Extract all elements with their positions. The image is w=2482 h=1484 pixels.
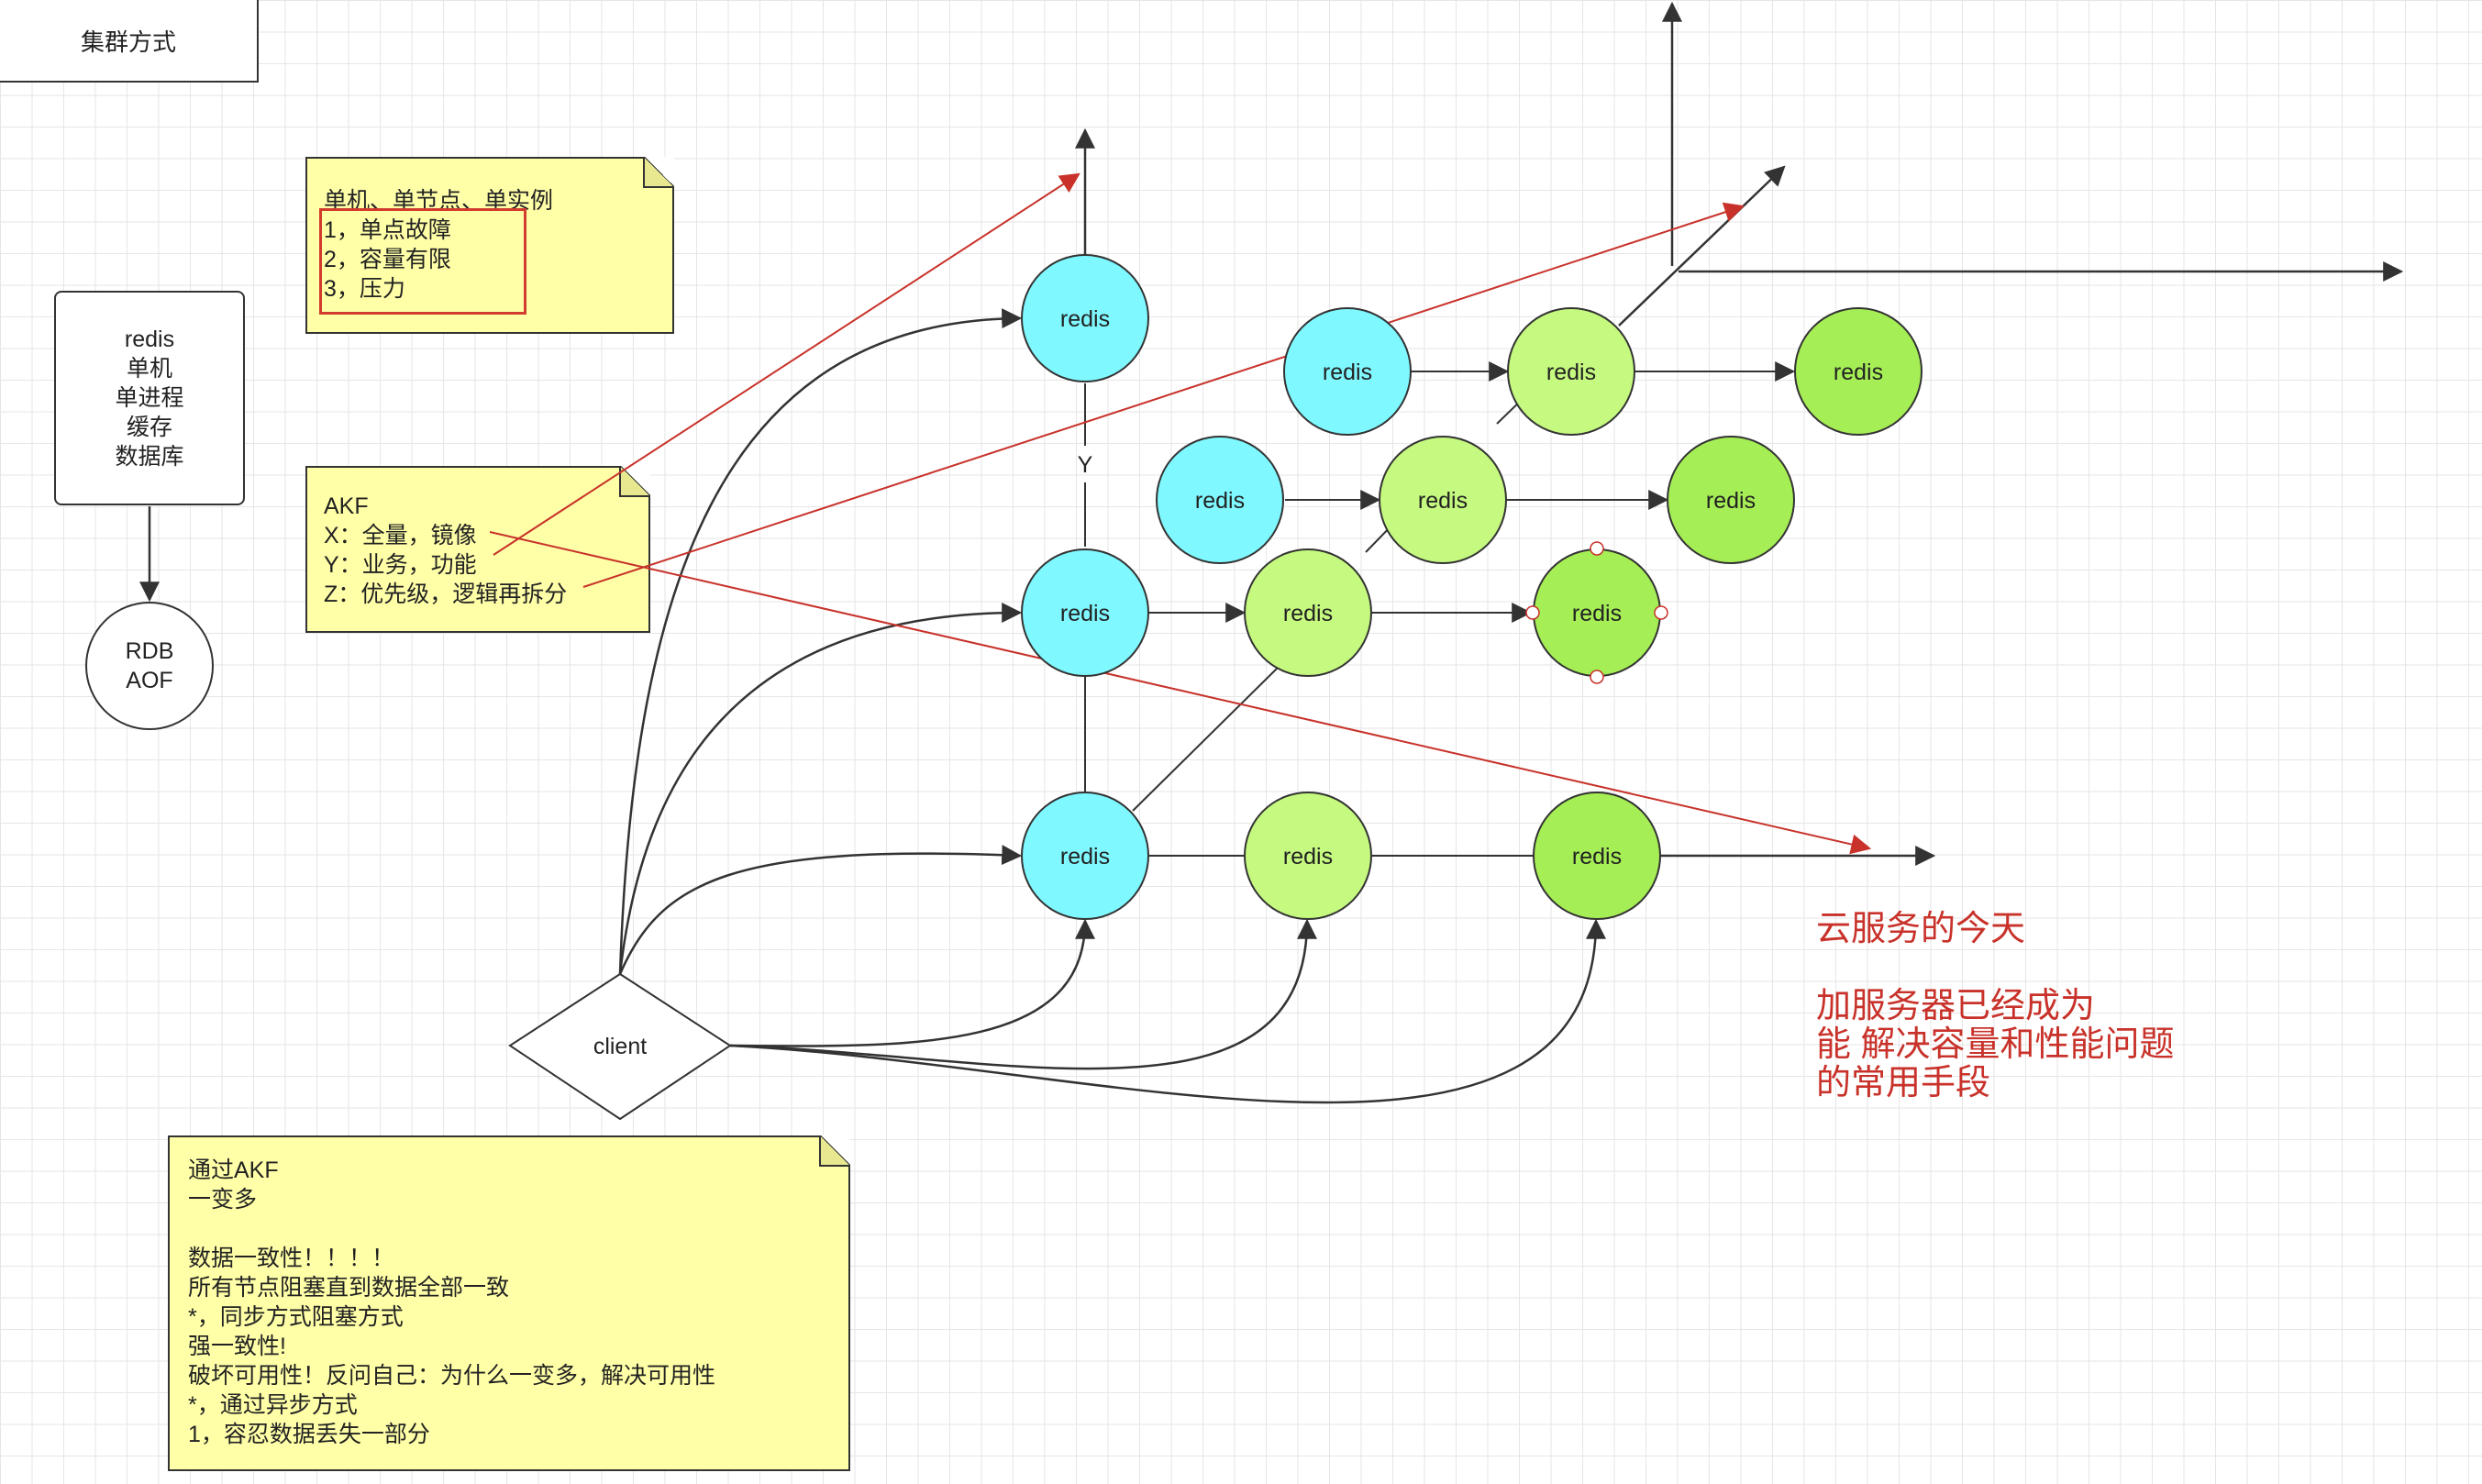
redis-node-y-top[interactable]: redis	[1021, 254, 1149, 382]
note-line: Z：优先级，逻辑再拆分	[324, 581, 568, 607]
redis-label: redis	[1834, 360, 1883, 385]
redis-single-box[interactable]: redis 单机 单进程 缓存 数据库	[54, 291, 245, 505]
resize-handle[interactable]	[1590, 541, 1604, 556]
z-diagonal	[1618, 165, 1786, 327]
red-arrow-x	[493, 172, 1080, 556]
note-line: *，通过异步方式	[188, 1392, 358, 1418]
red-arrow-y	[489, 531, 1872, 855]
resize-handle[interactable]	[1654, 605, 1668, 620]
red-text-line: 能 解决容量和性能问题	[1816, 1025, 2175, 1064]
highlight-frame	[319, 208, 526, 315]
redis-label: redis	[1706, 488, 1756, 514]
redis-node-x1-mid[interactable]: redis	[1244, 548, 1372, 677]
redis-label: redis	[1195, 488, 1245, 514]
redis-node-y-mid[interactable]: redis	[1021, 548, 1149, 677]
note-line: 3，压力	[324, 276, 405, 302]
note-line: AKF	[324, 493, 369, 519]
cloud-note-text[interactable]: 云服务的今天 加服务器已经成为 能 解决容量和性能问题 的常用手段	[1816, 910, 2330, 1102]
rdb-line: AOF	[126, 668, 173, 693]
z-diagonal	[1132, 667, 1279, 812]
client-label: client	[593, 1034, 647, 1059]
red-text-line: 云服务的今天	[1816, 910, 2026, 948]
redis-node-base[interactable]: redis	[1021, 792, 1149, 920]
resize-handle[interactable]	[1590, 670, 1604, 684]
note-consistency[interactable]: 通过AKF 一变多 数据一致性！！！！ 所有节点阻塞直到数据全部一致 *，同步方…	[168, 1135, 850, 1471]
redis-label: redis	[1323, 360, 1372, 385]
red-text-line: 的常用手段	[1816, 1064, 1991, 1102]
redis-box-line: redis	[124, 327, 175, 352]
redis-box-line: 单机	[126, 356, 172, 382]
redis-box-line: 数据库	[115, 444, 184, 470]
note-line: 1，单点故障	[324, 217, 451, 243]
redis-node-x2-z1[interactable]: redis	[1667, 436, 1795, 564]
resize-handle[interactable]	[1525, 605, 1540, 620]
note-akf[interactable]: AKF X：全量，镜像 Y：业务，功能 Z：优先级，逻辑再拆分	[305, 466, 650, 633]
redis-label: redis	[1572, 844, 1622, 869]
rdb-aof-circle[interactable]: RDB AOF	[85, 602, 214, 730]
note-line: X：全量，镜像	[324, 523, 477, 548]
redis-node-z2[interactable]: redis	[1283, 307, 1412, 436]
redis-label: redis	[1060, 601, 1110, 626]
redis-node-x2-z2[interactable]: redis	[1794, 307, 1922, 436]
redis-label: redis	[1283, 844, 1333, 869]
title-text: 集群方式	[80, 28, 176, 56]
redis-label: redis	[1060, 844, 1110, 869]
note-line: 所有节点阻塞直到数据全部一致	[188, 1275, 510, 1301]
note-line: 2，容量有限	[324, 247, 451, 272]
note-line: 破坏可用性！反问自己：为什么一变多，解决可用性	[188, 1363, 716, 1389]
title-box[interactable]: 集群方式	[0, 0, 259, 83]
edge-client-to-redis	[729, 918, 1317, 1070]
redis-label: redis	[1572, 601, 1622, 626]
redis-label: redis	[1283, 601, 1333, 626]
redis-node-x1-base[interactable]: redis	[1244, 792, 1372, 920]
redis-label: redis	[1418, 488, 1468, 514]
redis-node-x2-base[interactable]: redis	[1533, 792, 1661, 920]
edge-client-to-redis	[618, 603, 1023, 975]
red-text-line: 加服务器已经成为	[1816, 987, 2096, 1025]
redis-node-z1[interactable]: redis	[1156, 436, 1284, 564]
note-line: 强一致性!	[188, 1334, 286, 1359]
edge-client-to-redis	[729, 918, 1095, 1047]
edge-client-to-redis	[618, 845, 1023, 975]
red-arrow-z	[582, 202, 1745, 588]
note-line: *，同步方式阻塞方式	[188, 1304, 404, 1330]
note-line: Y：业务，功能	[324, 552, 477, 578]
edge-client-to-redis	[618, 308, 1023, 975]
edge-client-to-redis	[729, 918, 1606, 1104]
y-axis-label: Y	[1078, 452, 1093, 478]
redis-box-line: 单进程	[115, 385, 184, 411]
rdb-line: RDB	[125, 638, 174, 664]
redis-node-x2-mid-selected[interactable]: redis	[1525, 541, 1668, 684]
redis-node-x1-z2[interactable]: redis	[1507, 307, 1635, 436]
redis-box-line: 缓存	[126, 415, 172, 440]
note-line: 1，容忍数据丢失一部分	[188, 1422, 430, 1447]
client-node[interactable]: client	[508, 972, 732, 1121]
note-line: 一变多	[188, 1187, 258, 1213]
redis-label: redis	[1060, 306, 1110, 332]
redis-label: redis	[1546, 360, 1596, 385]
note-line: 数据一致性！！！！	[188, 1246, 395, 1271]
redis-node-x1-z1[interactable]: redis	[1379, 436, 1507, 564]
note-single-instance[interactable]: 单机、单节点、单实例 1，单点故障 2，容量有限 3，压力	[305, 157, 674, 334]
note-line: 通过AKF	[188, 1157, 279, 1183]
